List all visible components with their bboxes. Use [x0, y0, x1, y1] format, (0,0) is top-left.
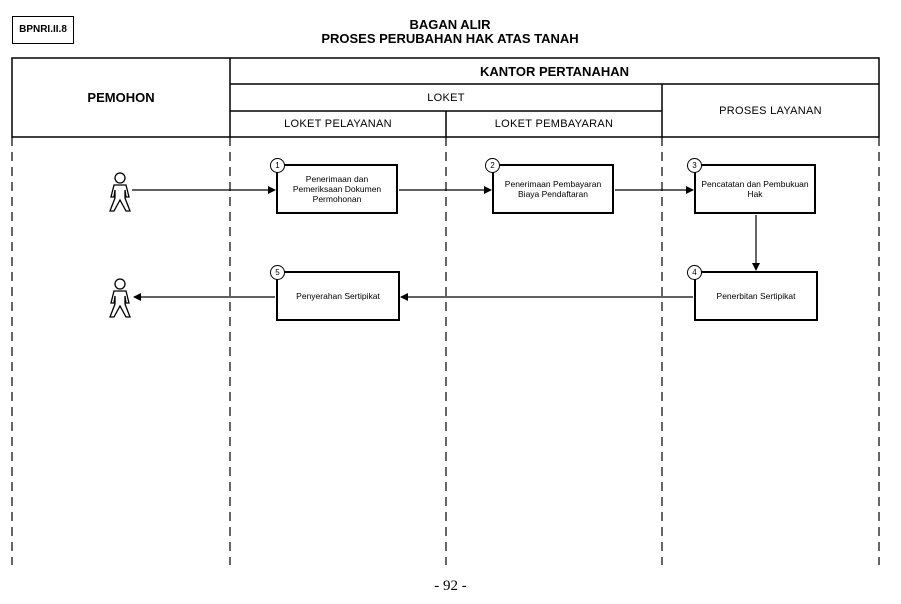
diagram-subtitle: PROSES PERUBAHAN HAK ATAS TANAH — [321, 31, 579, 46]
process-step-3-label: Pencatatan dan Pembukuan Hak — [701, 179, 809, 199]
process-step-4: Penerbitan Sertipikat — [694, 271, 818, 321]
process-step-5-label: Penyerahan Sertipikat — [296, 291, 380, 301]
step-5-number: 5 — [270, 265, 285, 280]
lane-header-applicant: PEMOHON — [87, 90, 155, 105]
process-step-1: Penerimaan dan Pemeriksaan Dokumen Permo… — [276, 164, 398, 214]
process-step-2-label: Penerimaan Pembayaran Biaya Pendaftaran — [504, 179, 602, 199]
step-3-number: 3 — [687, 158, 702, 173]
process-step-1-label: Penerimaan dan Pemeriksaan Dokumen Permo… — [292, 174, 382, 204]
page-number: - 92 - — [434, 578, 467, 594]
step-2-number: 2 — [485, 158, 500, 173]
step-4-number: 4 — [687, 265, 702, 280]
lane-header-service-process: PROSES LAYANAN — [719, 104, 822, 117]
process-step-4-label: Penerbitan Sertipikat — [716, 291, 796, 301]
process-step-2: Penerimaan Pembayaran Biaya Pendaftaran — [492, 164, 614, 214]
process-step-3: Pencatatan dan Pembukuan Hak — [694, 164, 816, 214]
lane-header-office: KANTOR PERTANAHAN — [479, 63, 630, 79]
lane-header-payment-counter: LOKET PEMBAYARAN — [494, 118, 614, 130]
diagram-title: BAGAN ALIR — [409, 17, 491, 32]
applicant-figure-icon-2 — [109, 278, 131, 318]
lane-header-service-counter: LOKET PELAYANAN — [284, 118, 392, 130]
applicant-figure-icon — [109, 172, 131, 212]
lane-header-counter: LOKET — [427, 91, 465, 104]
step-1-number: 1 — [270, 158, 285, 173]
process-step-5: Penyerahan Sertipikat — [276, 271, 400, 321]
document-code: BPNRI.II.8 — [12, 16, 74, 44]
